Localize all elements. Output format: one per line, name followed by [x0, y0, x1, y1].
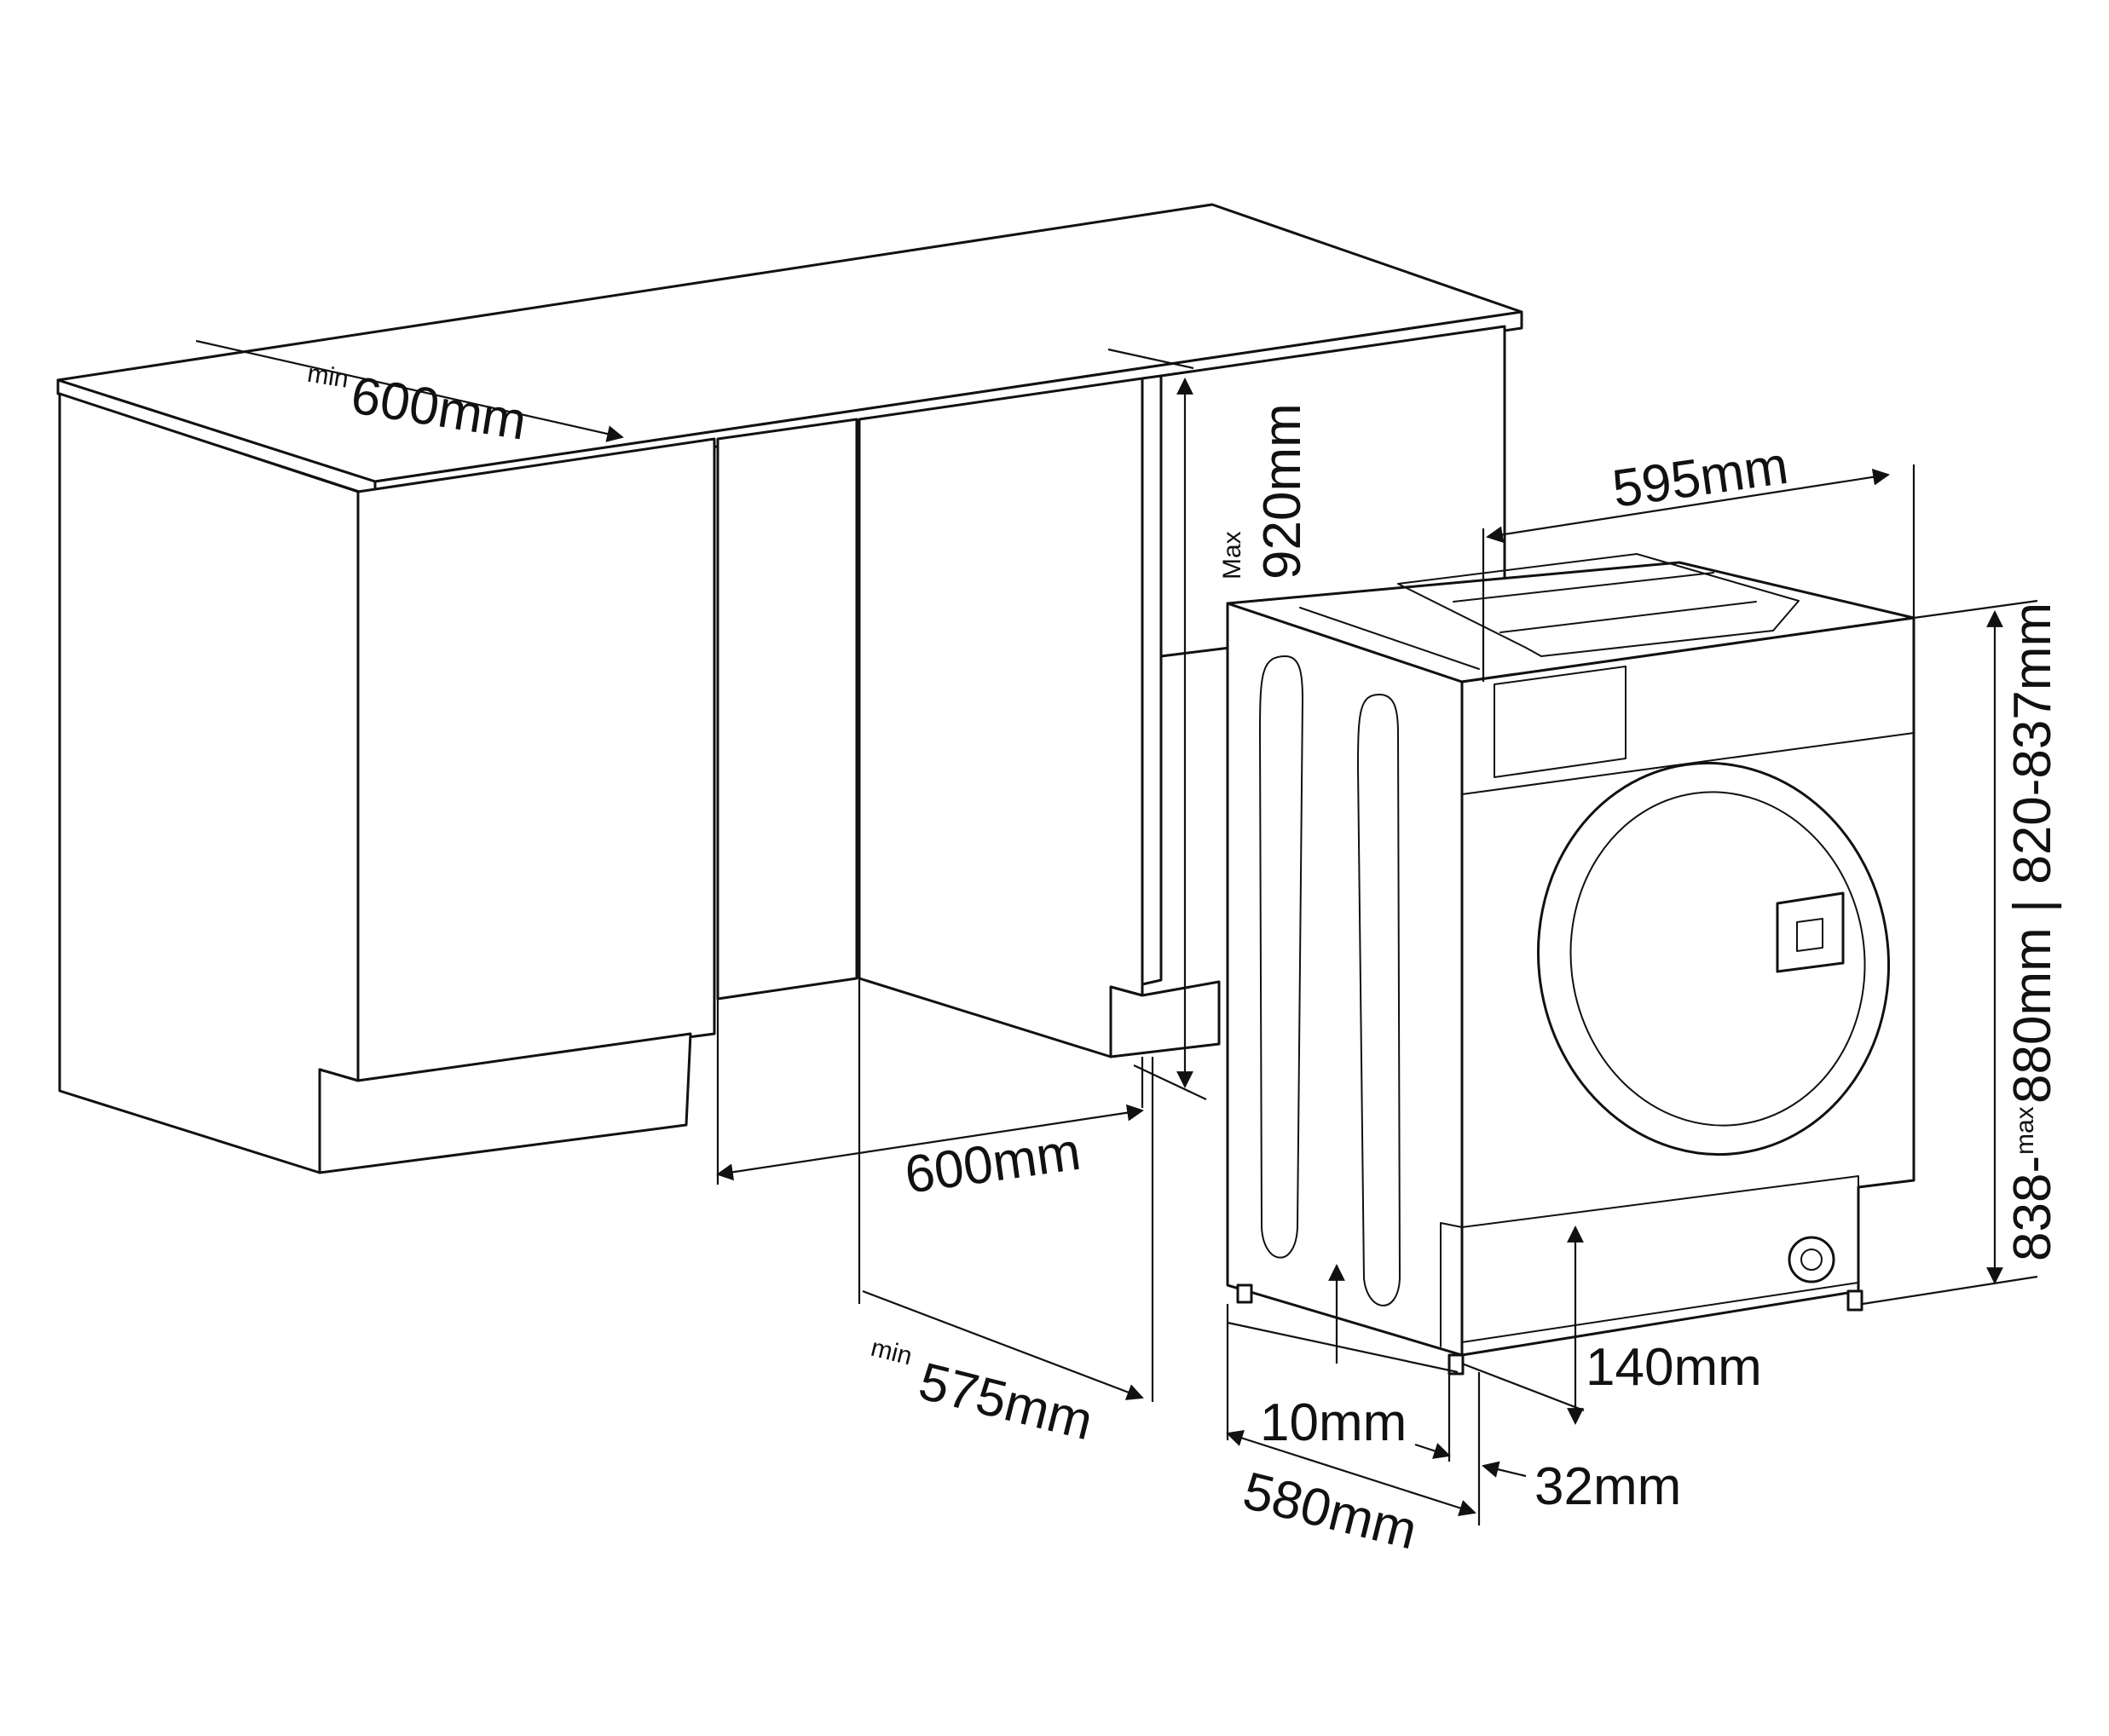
drain-filter-cap [1788, 1236, 1835, 1283]
dimension-lines [195, 339, 2038, 1525]
middle-cabinet-front [858, 377, 1144, 1058]
dim-niche-width-line [716, 1104, 1144, 1181]
middle-cabinet-plinth [1109, 980, 1221, 1058]
door-inner-ring [1569, 791, 1866, 1127]
kitchen-cabinet [56, 203, 1523, 1174]
label-machine-height-max: 880mm | 820-837mm [2003, 603, 2062, 1104]
label-niche-depth-prefix: min [868, 1334, 915, 1371]
dim-niche-height-ext-bot [1133, 1064, 1207, 1100]
dim-machine-depth-line [1226, 1430, 1476, 1516]
machine-base-left [1440, 1222, 1463, 1347]
machine-base-recess [1461, 1175, 1859, 1343]
machine-side-panel [1226, 602, 1464, 1357]
label-cabinet-depth-prefix: min [305, 360, 350, 394]
label-niche-width: 600mm [901, 1122, 1083, 1205]
label-niche-depth: 575mm [913, 1352, 1098, 1451]
door-outer-ring [1536, 761, 1891, 1156]
foot-right [1846, 1289, 1863, 1312]
label-niche-height: 920mm [1253, 403, 1312, 580]
dim-machine-width-line [1486, 468, 1890, 544]
label-machine-width: 595mm [1609, 436, 1791, 519]
door-handle [1776, 891, 1845, 973]
top-lid [1397, 553, 1800, 657]
dim-door-offset-line-right [1482, 1461, 1527, 1478]
niche-inner-side [716, 418, 858, 1001]
left-cabinet-side [58, 392, 360, 1174]
detergent-drawer [1494, 666, 1627, 778]
foot-left [1236, 1283, 1253, 1304]
label-foot-height: 10mm [1260, 1393, 1407, 1452]
left-cabinet-front [356, 437, 716, 1082]
drain-filter-cap-inner [1800, 1249, 1823, 1271]
side-slot-left [1259, 655, 1303, 1259]
top-lid-groove-1 [1453, 572, 1714, 603]
door-handle-slot [1796, 918, 1823, 952]
dim-cabinet-depth-line [195, 339, 624, 442]
label-machine-depth: 580mm [1238, 1462, 1423, 1561]
dim-niche-depth-line [862, 1289, 1144, 1400]
machine-front [1460, 616, 1915, 1357]
top-lid-groove-2 [1499, 601, 1757, 633]
right-cabinet-side [1141, 374, 1163, 986]
dim-door-offset-line-left [1414, 1443, 1451, 1459]
dim-niche-height-ext-top [1107, 348, 1194, 370]
dim-foot-height-ext [1227, 1321, 1459, 1374]
dim-machine-height-ext-top [1913, 599, 2038, 620]
dim-plinth-height-ext [1461, 1362, 1585, 1412]
label-machine-height-max-prefix: max [2011, 1106, 2039, 1155]
left-cabinet-plinth [318, 1032, 692, 1174]
label-plinth-height: 140mm [1586, 1338, 1762, 1397]
label-door-offset: 32mm [1534, 1457, 1681, 1516]
label-niche-height-prefix: Max [1218, 531, 1246, 580]
label-machine-height-range: 838- [2003, 1156, 2062, 1261]
dim-machine-height-ext-bot [1862, 1275, 2038, 1306]
washing-machine [1226, 553, 1915, 1376]
top-rail [1299, 607, 1480, 670]
side-slot-right [1357, 694, 1401, 1306]
